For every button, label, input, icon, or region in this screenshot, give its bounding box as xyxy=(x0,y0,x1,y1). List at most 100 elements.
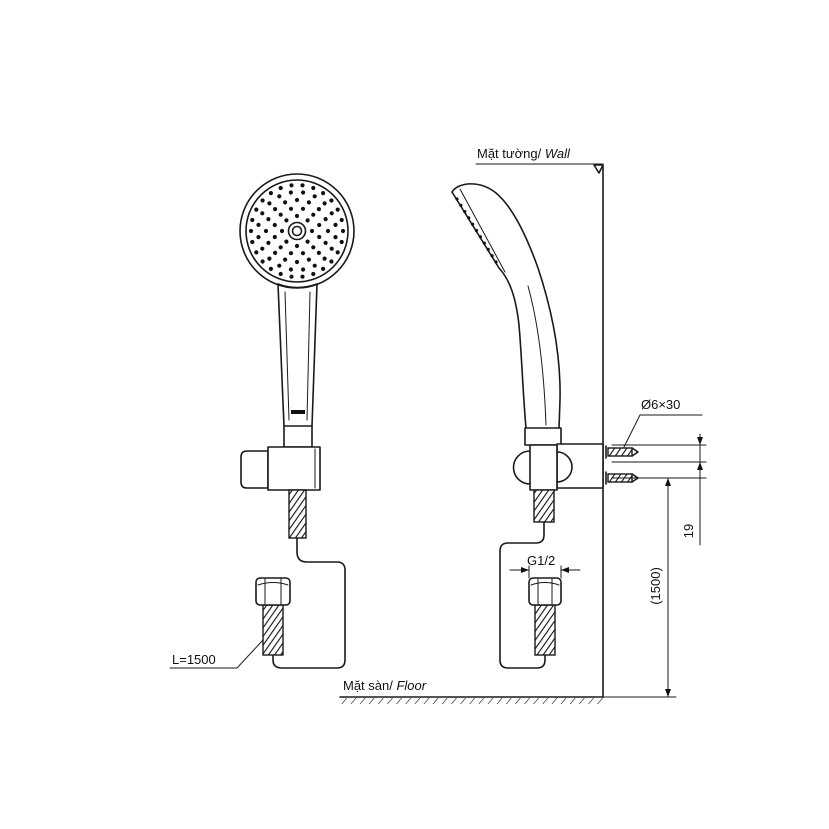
nozzle-dot xyxy=(288,251,294,256)
nozzle-dot xyxy=(267,201,272,206)
nozzle-dot xyxy=(311,185,316,191)
nozzle-dot xyxy=(333,222,338,227)
nozzle-dot xyxy=(248,228,254,234)
side-wall-plate xyxy=(556,443,604,489)
floor-hatching xyxy=(340,698,603,704)
nozzle-dot xyxy=(266,240,271,245)
nozzle-dot xyxy=(306,200,311,205)
nozzle-dot xyxy=(288,206,294,211)
nozzle-dot xyxy=(267,256,272,261)
nozzle-dot xyxy=(250,217,255,223)
nozzle-dot xyxy=(478,235,482,239)
side-handle-highlight xyxy=(527,285,547,426)
front-handle-left-edge xyxy=(277,283,285,427)
front-nut-top-arc xyxy=(257,582,289,586)
height-arrow-bottom xyxy=(665,689,671,697)
nozzle-dot xyxy=(323,240,328,245)
front-head-center xyxy=(291,225,303,237)
wall-label-italic: Wall xyxy=(545,146,571,161)
nozzle-dot xyxy=(288,190,293,195)
nozzle-dot xyxy=(474,228,479,233)
side-view: Mặt tường/ Wall Ø6×30 xyxy=(451,146,707,698)
thread-arrow-right xyxy=(561,567,569,573)
thread-size-text: G1/2 xyxy=(527,553,555,568)
nozzle-dot xyxy=(333,235,338,240)
nozzle-dot xyxy=(463,210,467,214)
nozzle-dot xyxy=(322,256,327,261)
nozzle-dot xyxy=(306,257,311,262)
floor: Mặt sàn/ Floor xyxy=(339,678,604,704)
nozzle-dot xyxy=(490,254,494,258)
side-nozzle-dots xyxy=(455,197,498,264)
nozzle-dot xyxy=(256,222,261,227)
nozzle-dot xyxy=(305,239,310,244)
side-handle-back-edge xyxy=(451,183,561,429)
front-handle-right-edge xyxy=(311,283,318,427)
nozzle-dot xyxy=(272,222,277,228)
front-nozzle-dots xyxy=(248,183,346,279)
nozzle-dot xyxy=(311,212,316,217)
side-handle-front-edge xyxy=(498,267,527,429)
nozzle-dot xyxy=(268,266,273,271)
front-head-inner-ring xyxy=(245,179,349,283)
side-hose-coil-lower xyxy=(534,604,556,656)
nozzle-dot xyxy=(284,218,289,223)
nozzle-dot xyxy=(260,259,265,264)
spacing-arrow-bottom xyxy=(697,462,703,470)
height-label: (1500) xyxy=(648,567,663,605)
nozzle-dot xyxy=(311,271,316,277)
nozzle-dot xyxy=(312,263,317,268)
nozzle-dot xyxy=(309,228,315,234)
front-handle-neck xyxy=(277,283,318,289)
floor-label-prefix: Mặt sàn/ xyxy=(343,678,396,693)
side-bracket-right-arc xyxy=(556,451,573,483)
nozzle-dot xyxy=(273,207,278,212)
nozzle-dot xyxy=(467,216,471,220)
nozzle-dot xyxy=(339,217,344,223)
nozzle-dot xyxy=(294,259,300,265)
nozzle-dot xyxy=(300,206,306,211)
thread-size-label: G1/2 xyxy=(527,553,555,568)
nozzle-dot xyxy=(254,250,259,255)
front-hose-coil-lower xyxy=(262,604,284,656)
front-handle-left-inner xyxy=(284,291,290,421)
nozzle-dot xyxy=(455,197,459,201)
nozzle-dot xyxy=(294,243,300,249)
nozzle-dot xyxy=(300,251,306,256)
nozzle-dot xyxy=(316,250,321,255)
nozzle-dot xyxy=(278,185,283,191)
front-head-center-ring xyxy=(287,221,307,241)
front-view: L=1500 xyxy=(169,173,355,669)
wall-marker-triangle xyxy=(593,164,604,174)
side-handle-collar xyxy=(524,427,562,446)
nozzle-dot xyxy=(494,260,498,264)
nozzle-dot xyxy=(322,201,327,206)
nozzle-dot xyxy=(256,235,261,240)
nozzle-dot xyxy=(329,259,334,264)
nozzle-dot xyxy=(335,207,340,212)
nozzle-dot xyxy=(254,207,259,212)
nozzle-dot xyxy=(321,266,326,271)
nozzle-dot xyxy=(459,203,463,207)
height-arrow-top xyxy=(665,478,671,486)
nozzle-dot xyxy=(301,267,306,272)
nozzle-dot xyxy=(268,191,273,196)
hose-length-label: L=1500 xyxy=(172,652,216,667)
front-head-outer xyxy=(239,173,355,289)
nozzle-dot xyxy=(300,183,305,188)
side-bracket-left-arc xyxy=(512,450,531,485)
spacing-text: 19 xyxy=(681,524,696,538)
front-handle-badge xyxy=(291,410,305,414)
nozzle-dot xyxy=(340,228,346,234)
nozzle-dot xyxy=(260,198,265,203)
nozzle-dot xyxy=(288,267,293,272)
front-handle-collar xyxy=(283,425,313,448)
nozzle-dot xyxy=(279,228,285,234)
nozzle-dot xyxy=(277,263,282,268)
screw-size-leader xyxy=(623,414,703,448)
nozzle-dot xyxy=(283,257,288,262)
nozzle-dot xyxy=(325,228,331,234)
thread-arrow-left xyxy=(521,567,529,573)
floor-label: Mặt sàn/ Floor xyxy=(343,678,427,693)
wall-label-prefix: Mặt tường/ xyxy=(477,146,545,161)
